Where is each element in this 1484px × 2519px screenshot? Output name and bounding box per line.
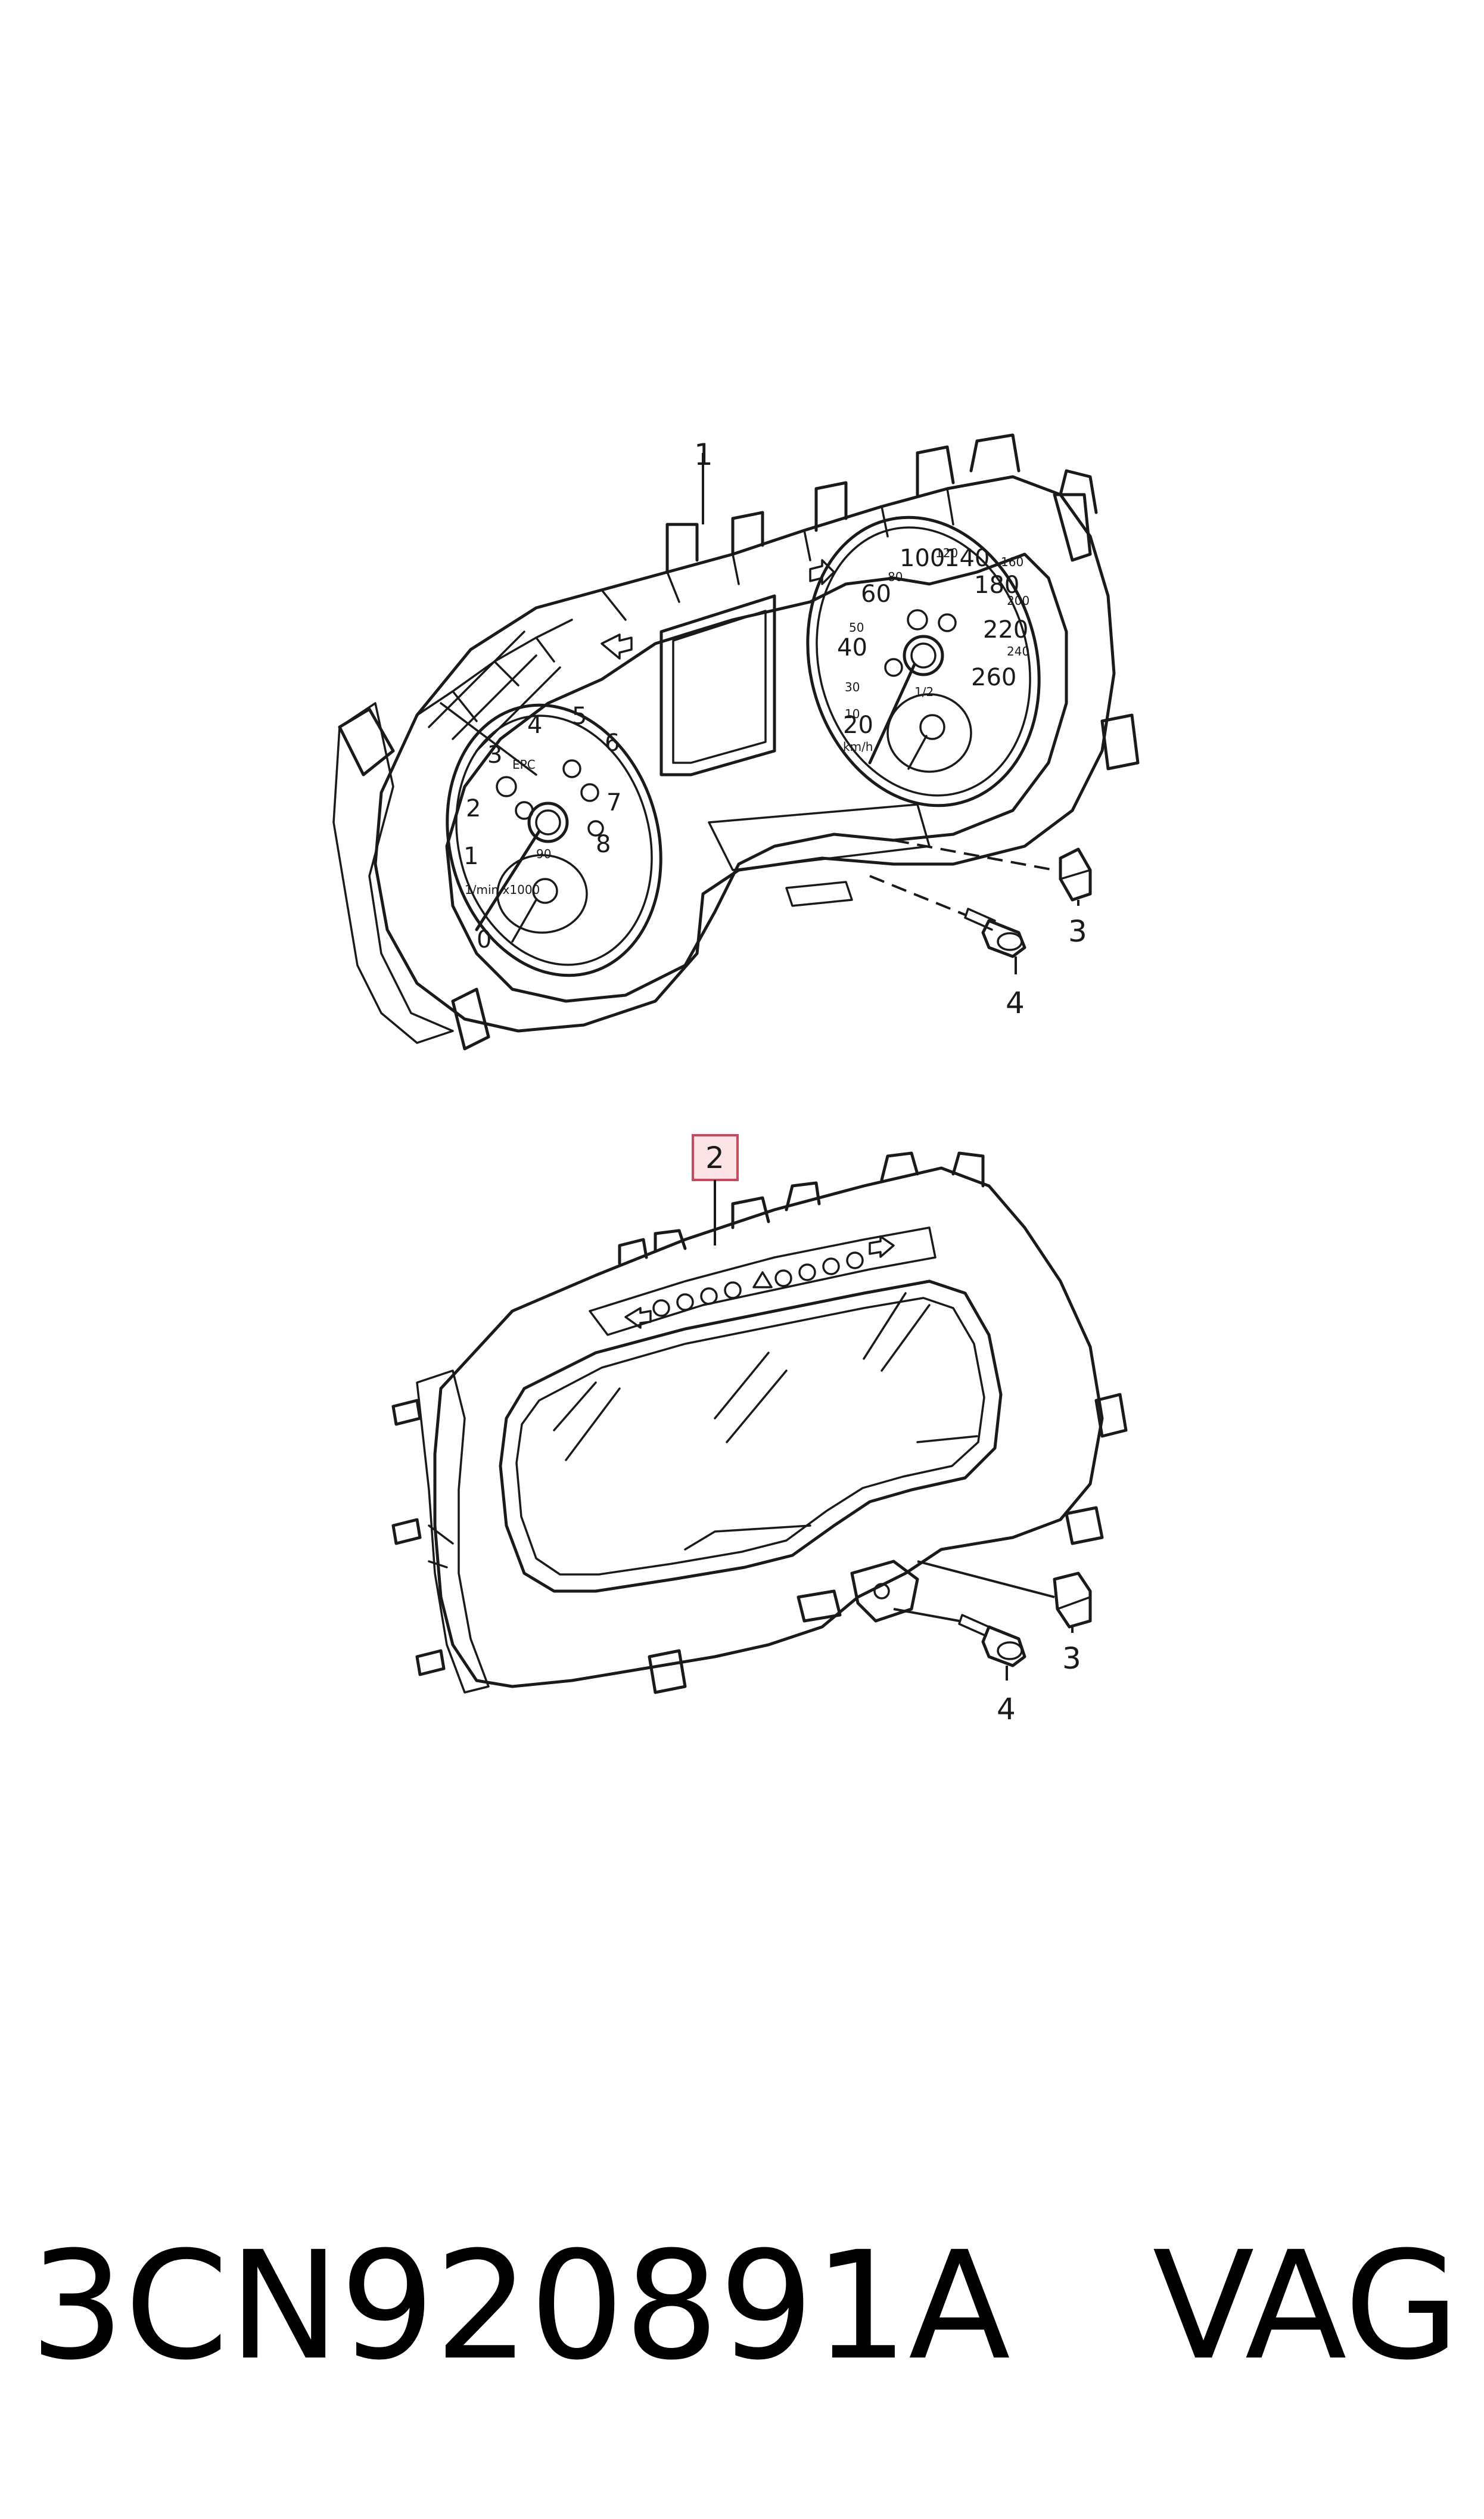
turn-left-arrow-icon [601,633,633,660]
oil-lamp-icon [515,801,534,820]
strip-warning-triangle-icon [752,1271,773,1288]
strip-turn-right-icon [869,1235,895,1258]
speed-100: 100 [900,545,945,572]
digital-instrument-cluster: 2 3 4 [391,1134,1128,1726]
speed-80: 80 [888,570,903,584]
analog-instrument-cluster: 0 1 2 3 4 5 6 7 8 EPC 1/min x1000 90 [332,433,1140,1051]
speed-140: 140 [944,545,990,572]
speed-200: 200 [1007,594,1029,608]
strip-oil-icon [724,1281,742,1299]
footer: 3CN920891A VAG [30,2217,1460,2396]
speedometer-gauge: 20 40 60 100 140 180 220 260 30 50 80 12… [806,515,1041,807]
tacho-2: 2 [466,795,481,822]
strip-battery-icon [700,1287,718,1305]
tacho-unit-label: 1/min x1000 [465,883,540,897]
warning-lamp-icon [496,776,517,797]
part-number: 3CN920891A [30,2219,1010,2393]
tacho-0: 0 [477,926,491,953]
fuel-half-label: 1/2 [914,685,934,699]
tachometer-gauge: 0 1 2 3 4 5 6 7 8 EPC 1/min x1000 90 [446,703,662,977]
strip-brake-icon [822,1257,840,1275]
strip-abs-icon [846,1251,864,1269]
strip-esp-icon [798,1263,816,1281]
callout-2: 2 [705,1141,724,1175]
clip-part [893,839,1092,902]
temp-label: 90 [536,847,551,861]
tacho-3: 3 [487,741,502,769]
fuel-pump-icon [884,658,903,677]
turn-right-arrow-icon [809,559,835,585]
engine-lamp-icon [562,759,581,778]
tacho-4: 4 [527,712,542,739]
speed-10: 10 [845,707,860,721]
speed-40: 40 [837,634,867,661]
brand-label: VAG [1152,2219,1460,2393]
speed-260: 260 [971,664,1016,691]
tacho-6: 6 [605,729,620,757]
epc-label: EPC [512,757,536,772]
callout-4-upper: 4 [1006,986,1025,1020]
speed-240: 240 [1007,644,1029,659]
esp-lamp-icon [580,783,599,802]
speed-20: 20 [843,712,873,739]
strip-seatbelt-icon [676,1293,694,1311]
speed-50: 50 [849,620,864,635]
speed-60: 60 [861,580,891,608]
speed-220: 220 [983,616,1028,644]
speed-160: 160 [1001,555,1023,569]
strip-airbag-icon [652,1299,670,1317]
tacho-1: 1 [463,843,478,870]
clip-part [917,1560,1092,1629]
tacho-7: 7 [606,789,621,816]
screw-part [893,1608,1026,1667]
speed-unit-label: km/h [843,740,873,754]
tacho-5: 5 [572,703,587,730]
callout-3-lower: 3 [1062,1641,1081,1676]
callout-4-lower: 4 [997,1692,1016,1726]
speed-180: 180 [974,571,1019,599]
tire-pressure-lamp-icon [907,609,928,630]
screw-part [869,875,1026,958]
strip-turn-left-icon [624,1307,652,1329]
speed-30: 30 [845,680,860,694]
callout-1: 1 [694,437,713,472]
light-lamp-icon [587,820,604,837]
brake-lamp-icon [938,613,957,632]
strip-engine-icon [774,1269,792,1287]
speed-120: 120 [935,546,958,560]
callout-3-upper: 3 [1068,914,1087,949]
